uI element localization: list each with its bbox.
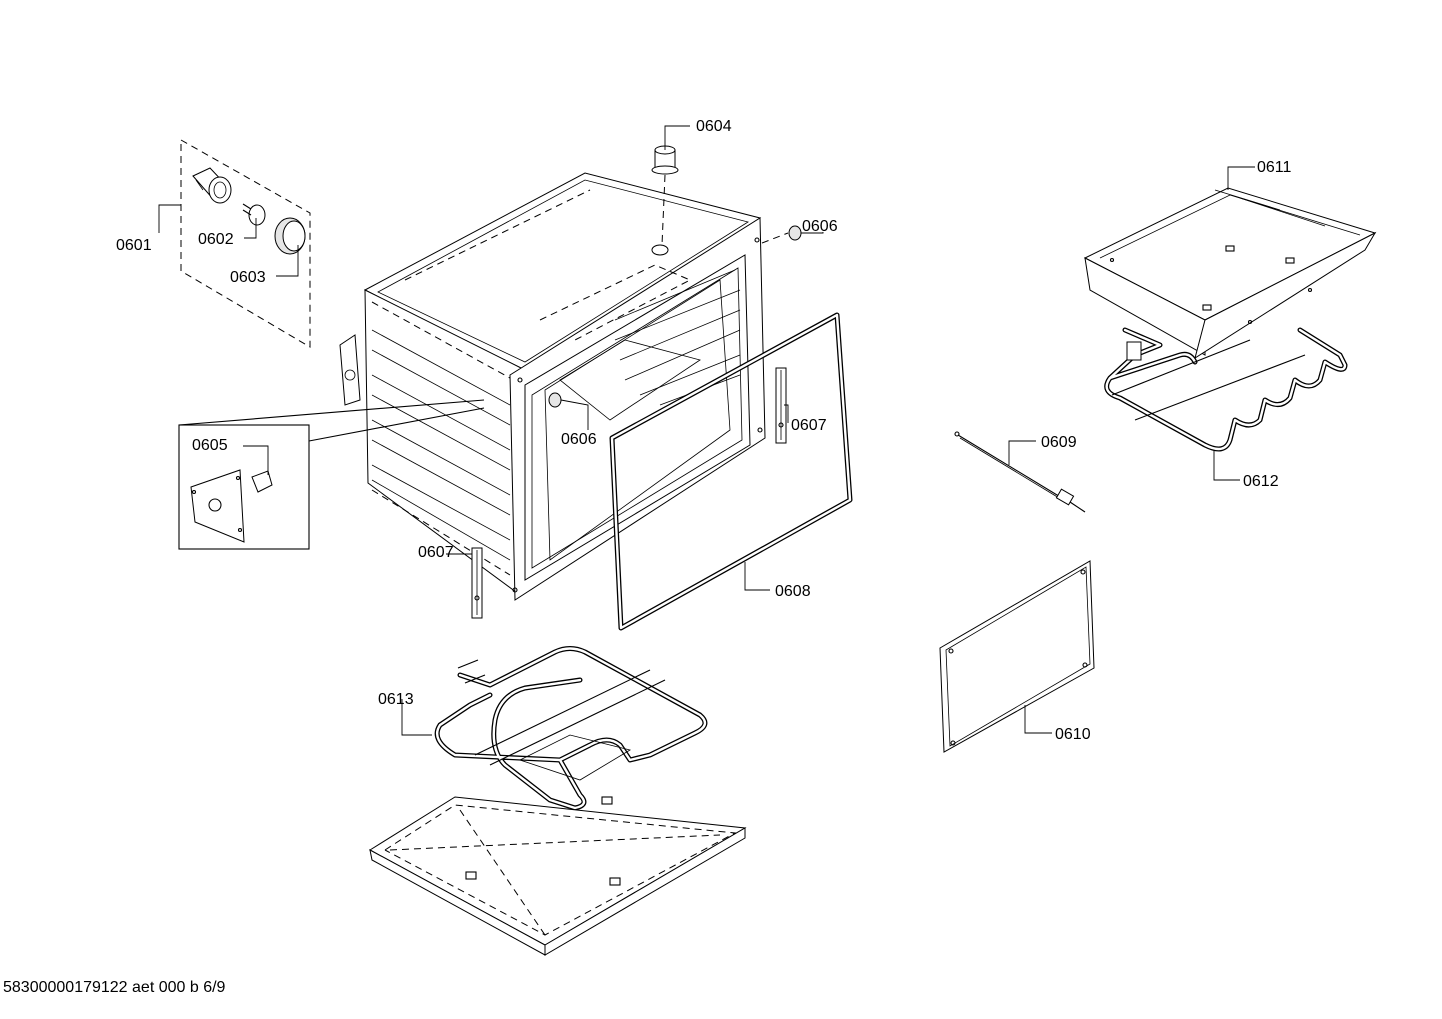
oven-lamp-assembly [180,139,311,348]
callout-labels: 0601 0602 0603 0604 0605 0606 0606 0607 … [116,118,1292,743]
lamp-bulb-part [242,203,266,226]
callout-0605: 0605 [192,437,228,454]
callout-0606-top: 0606 [802,218,838,235]
inset-detail-box [178,399,485,550]
shelf-rails-left [371,301,511,576]
screw-knob-part-top [761,225,802,244]
screw-knob-part-inner [548,392,562,408]
back-panel-part [939,560,1095,753]
callout-0609: 0609 [1041,434,1077,451]
callout-0610: 0610 [1055,726,1091,743]
callout-0604: 0604 [696,118,732,135]
callout-0608: 0608 [775,583,811,600]
callout-0606-inner: 0606 [561,431,597,448]
callout-0607-right: 0607 [791,417,827,434]
shelf-rails-right [614,269,741,406]
lamp-socket-part [192,167,232,204]
callout-0602: 0602 [198,231,234,248]
callout-leaders [158,125,1255,736]
rail-part-left [471,547,483,619]
callout-0607-left: 0607 [418,544,454,561]
callout-0612: 0612 [1243,473,1279,490]
top-cover-part [1083,187,1377,360]
rail-part-right [775,367,787,444]
oven-cavity [339,172,766,601]
bottom-heating-element-part [434,646,708,811]
callout-0613: 0613 [378,691,414,708]
sensor-wire-part [954,431,1086,513]
callout-0611: 0611 [1257,159,1292,176]
lamp-cover-part [274,217,306,255]
callout-0603: 0603 [230,269,266,286]
bottom-tray-part [369,734,747,956]
grill-heating-element-part [1104,327,1348,452]
door-seal-part [609,312,853,631]
rack-bracket-part [190,469,273,543]
document-id-footer: 58300000179122 aet 000 b 6/9 [3,979,226,996]
callout-0601: 0601 [116,237,152,254]
